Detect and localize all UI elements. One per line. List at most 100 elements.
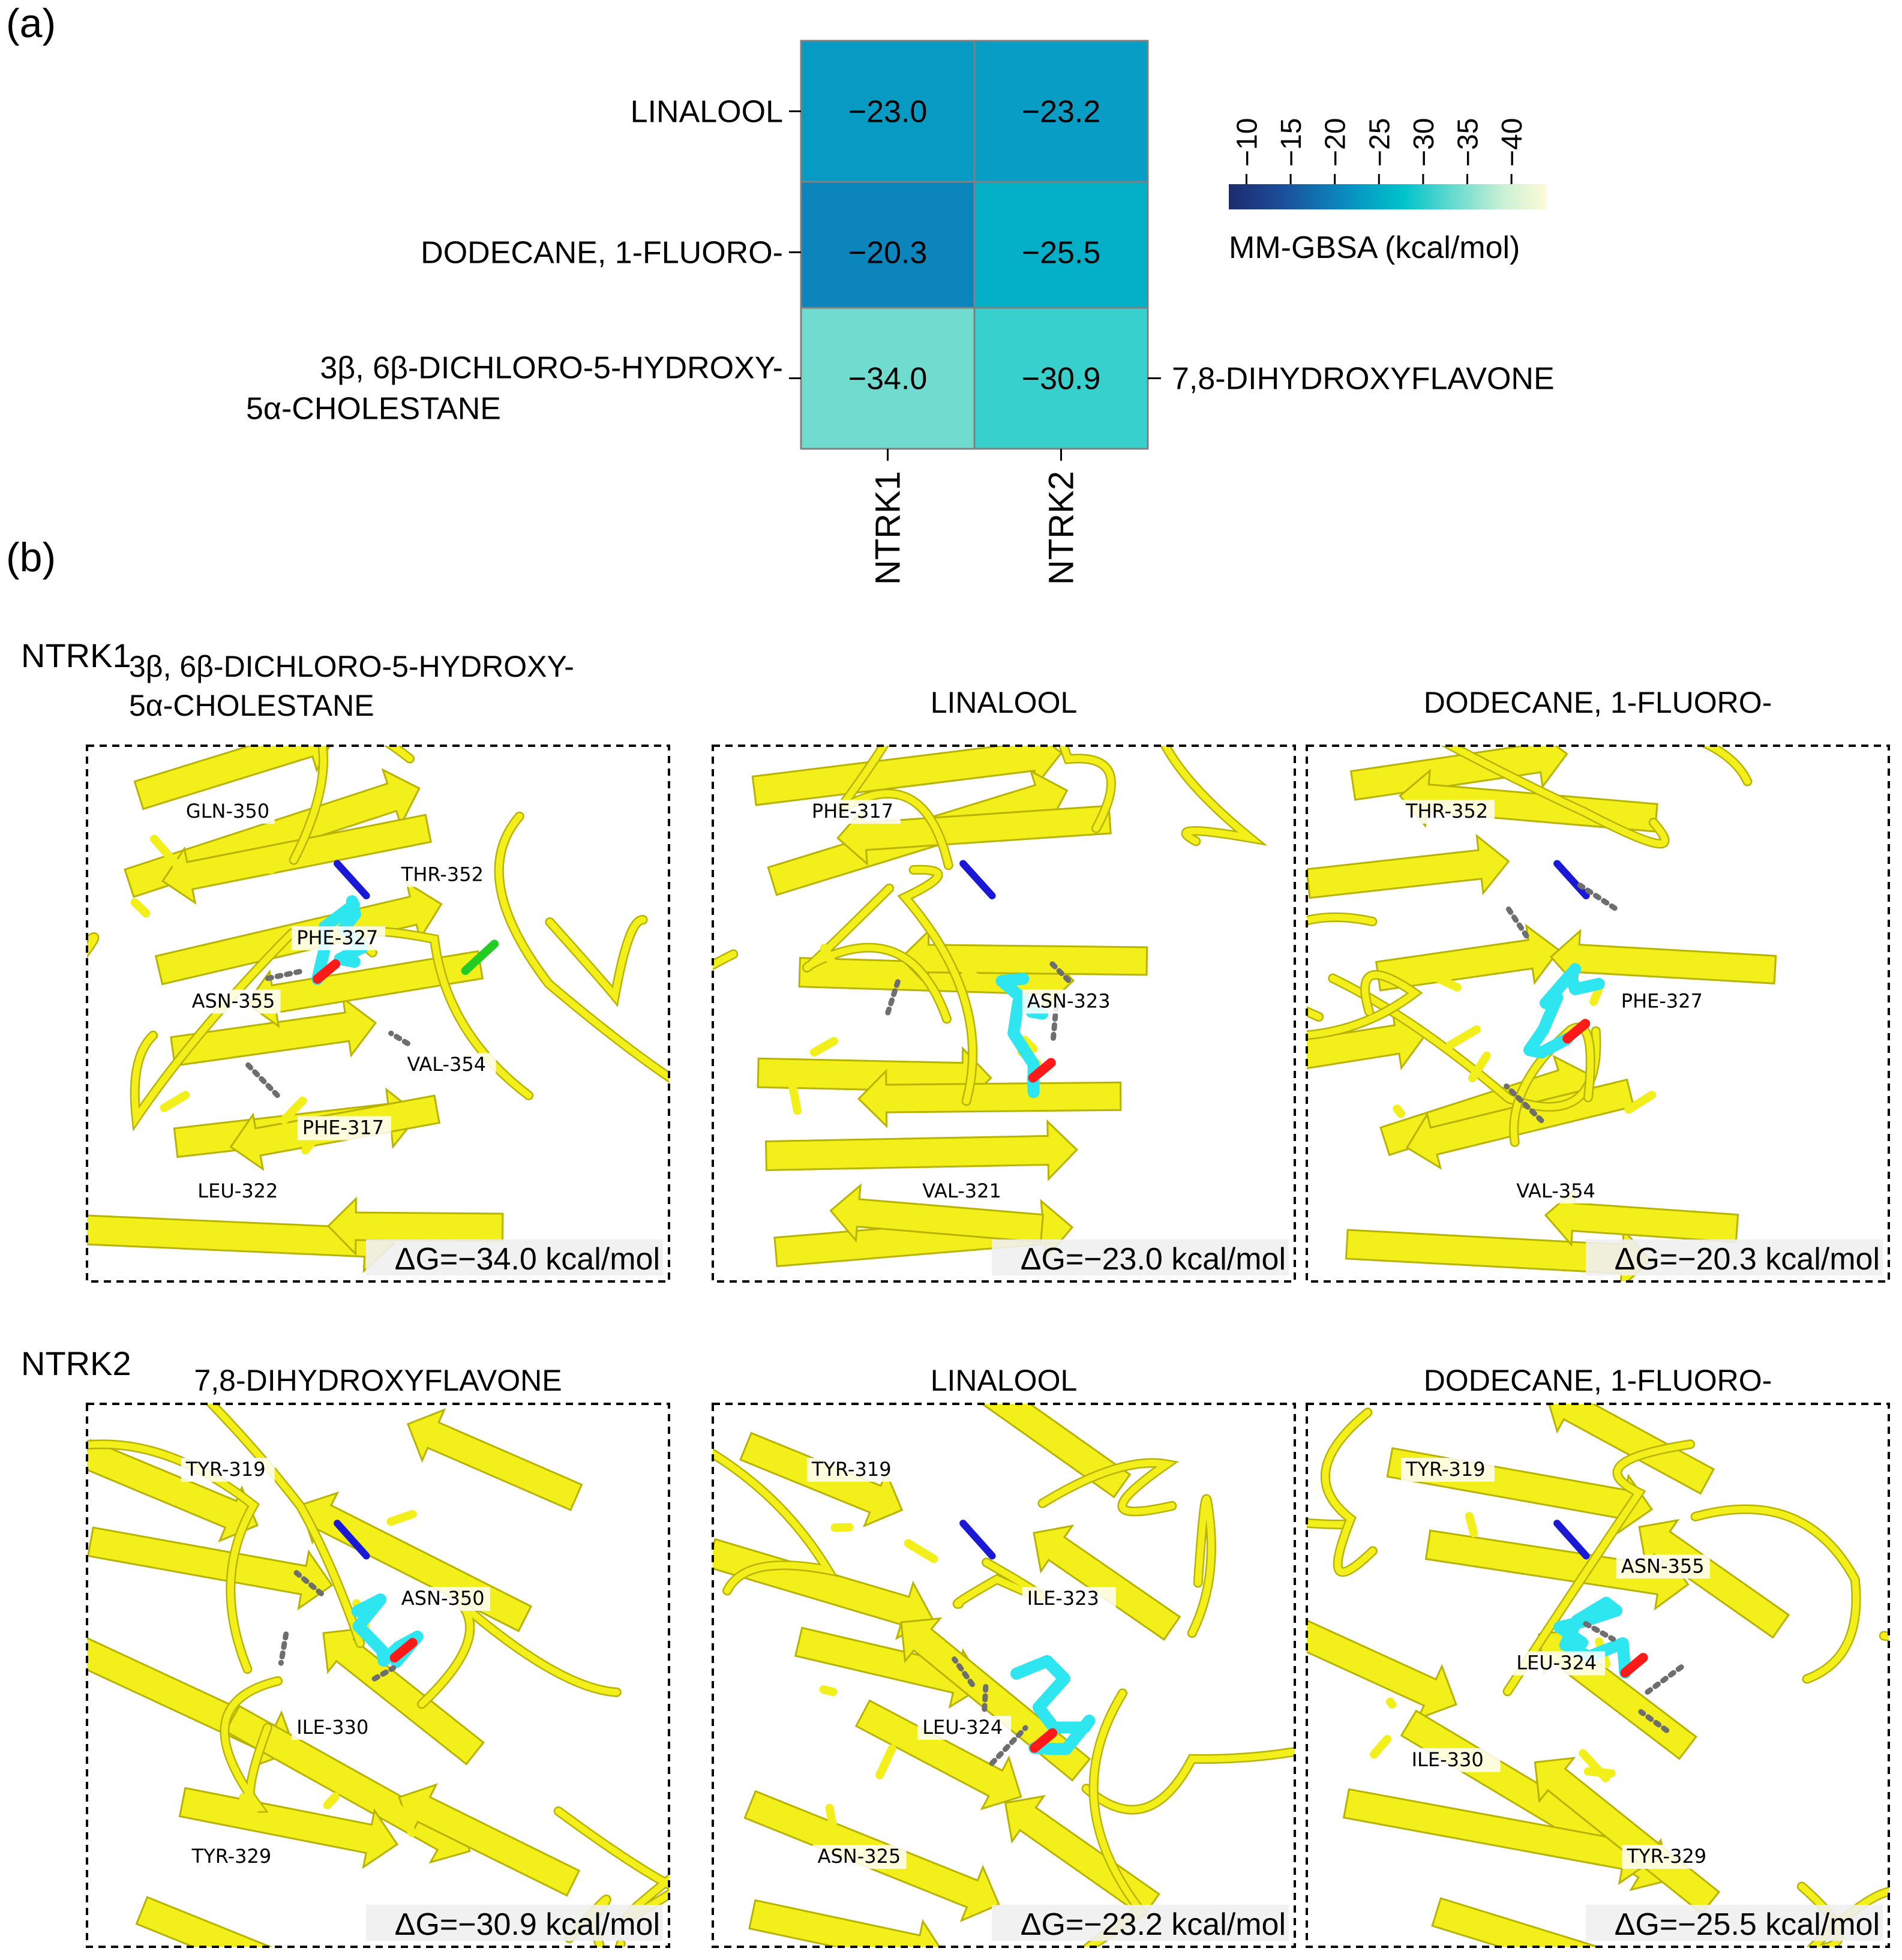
beta-strand bbox=[1349, 746, 1568, 801]
residue-stick bbox=[386, 1509, 417, 1526]
residue-stick bbox=[1386, 1697, 1397, 1709]
docking-pose: TYR-319ASN-355LEU-324ILE-330TYR-329ΔG=−2… bbox=[1307, 1404, 1889, 1947]
protein-loop bbox=[954, 1559, 1044, 1608]
ligand bbox=[959, 860, 1056, 1098]
loop-outline bbox=[1879, 1631, 1889, 1641]
interaction-dash bbox=[1643, 1664, 1684, 1695]
interaction-dash bbox=[1505, 906, 1529, 939]
chlorine-atom bbox=[461, 940, 499, 976]
colorbar-tick-label: −15 bbox=[1276, 118, 1307, 167]
residue-label: TYR-329 bbox=[191, 1845, 272, 1868]
residue-stick bbox=[150, 835, 181, 869]
residue-stick bbox=[788, 1081, 802, 1115]
row-label: LINALOOL bbox=[631, 95, 783, 130]
column-label: NTRK1 bbox=[869, 471, 908, 585]
interaction-dash bbox=[1047, 959, 1072, 983]
protein-loop bbox=[131, 930, 295, 1127]
oxygen-atom bbox=[1028, 1058, 1056, 1083]
group-header: NTRK1 bbox=[21, 637, 131, 674]
residue-label-bg bbox=[297, 1116, 391, 1140]
residue-label-bg bbox=[1022, 1587, 1116, 1611]
residue-label: ASN-355 bbox=[1621, 1554, 1705, 1577]
protein-loop bbox=[1880, 1632, 1889, 1640]
residue-label: VAL-354 bbox=[407, 1053, 487, 1076]
residue-label-bg bbox=[806, 800, 901, 824]
colorbar-tick-label: −40 bbox=[1496, 118, 1528, 167]
energy-label-bg bbox=[992, 1239, 1289, 1275]
loop-outline bbox=[1307, 912, 1378, 1022]
beta-strand bbox=[1545, 1404, 1715, 1495]
residue-label-bg bbox=[1511, 1651, 1606, 1676]
oxygen-atom bbox=[389, 1638, 418, 1663]
panel-title: DODECANE, 1-FLUORO- bbox=[1424, 686, 1772, 719]
beta-strand bbox=[751, 746, 1063, 806]
residue-label: TYR-319 bbox=[1405, 1458, 1486, 1481]
interaction-dash bbox=[982, 1683, 989, 1712]
loop-outline bbox=[1058, 746, 1116, 833]
residue-stick bbox=[280, 1096, 307, 1124]
residue-label-bg bbox=[1400, 800, 1495, 824]
oxygen-atom bbox=[1620, 1653, 1648, 1678]
residue-stick bbox=[291, 1753, 322, 1774]
binding-energy-label: ΔG=−23.0 kcal/mol bbox=[1021, 1242, 1286, 1277]
colorbar-tick-label: −25 bbox=[1364, 118, 1396, 167]
residue-label-bg bbox=[187, 989, 281, 1014]
residue-label: TYR-329 bbox=[1627, 1845, 1707, 1868]
colorbar-tick-label: −35 bbox=[1453, 118, 1484, 167]
beta-strand bbox=[1534, 1757, 1721, 1915]
loop-outline bbox=[1081, 1746, 1295, 1815]
protein-loop bbox=[899, 866, 976, 1104]
ligand bbox=[1553, 1520, 1648, 1679]
group-header: NTRK2 bbox=[21, 1344, 131, 1382]
protein-loop bbox=[496, 813, 669, 1081]
residue-label-bg bbox=[396, 863, 490, 887]
heatmap-cell bbox=[973, 307, 1149, 450]
panel-frame bbox=[1306, 745, 1890, 1283]
cell-value-label: −25.5 bbox=[1022, 236, 1101, 271]
residue-label: VAL-354 bbox=[1516, 1179, 1595, 1202]
residue-label-bg bbox=[396, 1587, 490, 1611]
residue-stick bbox=[1446, 1025, 1481, 1049]
residue-stick bbox=[825, 1803, 837, 1830]
residue-stick bbox=[1583, 1767, 1616, 1778]
interaction-dash bbox=[278, 1631, 289, 1666]
beta-strand bbox=[398, 1783, 581, 1897]
residue-label: ILE-330 bbox=[296, 1716, 368, 1739]
colorbar-tick-label: −20 bbox=[1320, 118, 1352, 167]
residue-stick bbox=[904, 1539, 938, 1563]
beta-strand bbox=[1307, 1613, 1457, 1721]
cell-value-label: −30.9 bbox=[1022, 362, 1101, 397]
residue-label: ASN-325 bbox=[818, 1845, 901, 1868]
ligand-bond bbox=[1007, 1027, 1040, 1071]
energy-label-bg bbox=[1586, 1239, 1883, 1275]
residue-stick bbox=[1465, 1512, 1478, 1538]
residue-label-bg bbox=[917, 1179, 1012, 1203]
protein-loop bbox=[1307, 971, 1421, 1039]
oxygen-atom bbox=[1562, 1019, 1591, 1044]
panel-a-label: (a) bbox=[6, 1, 56, 46]
residue-stick bbox=[811, 1575, 826, 1597]
residue-label: THR-352 bbox=[1405, 800, 1488, 823]
nitrogen-atom bbox=[959, 860, 996, 900]
residue-label: PHE-327 bbox=[1621, 990, 1703, 1013]
beta-strand bbox=[854, 1699, 1022, 1811]
protein-loop bbox=[1162, 746, 1262, 845]
cell-value-label: −23.2 bbox=[1022, 95, 1101, 130]
residue-label: THR-352 bbox=[401, 863, 484, 886]
beta-strand bbox=[322, 1627, 485, 1766]
residue-stick bbox=[819, 1685, 838, 1697]
protein-loop bbox=[713, 1449, 835, 1594]
protein-loop bbox=[1692, 1506, 1860, 1683]
oxygen-atom bbox=[1030, 1728, 1058, 1753]
beta-strand bbox=[170, 996, 377, 1067]
protein-loop bbox=[1307, 914, 1376, 1020]
protein-loop bbox=[290, 746, 413, 864]
protein-loop bbox=[546, 916, 647, 1004]
beta-strand bbox=[1033, 1524, 1181, 1641]
beta-strand bbox=[764, 1119, 1078, 1182]
residue-label: ILE-330 bbox=[1412, 1748, 1484, 1771]
row-label: 3β, 6β-DICHLORO-5-HYDROXY- bbox=[320, 351, 783, 386]
